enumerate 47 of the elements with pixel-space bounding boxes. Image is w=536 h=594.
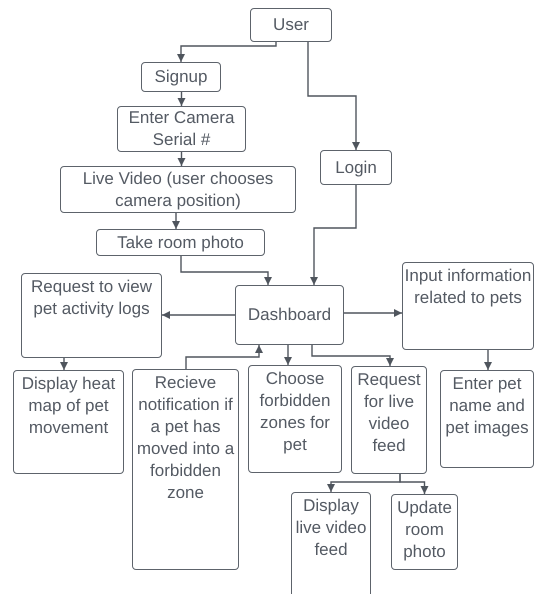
process-box <box>141 62 221 92</box>
process-box <box>440 370 534 468</box>
arrow <box>177 42 277 62</box>
process-box <box>13 370 124 474</box>
box-label: Enter pet name and pet images <box>444 373 530 439</box>
process-box <box>402 262 534 350</box>
box-label: Signup <box>154 66 208 88</box>
box-label: Choose forbidden zones for pet <box>258 368 332 456</box>
arrow <box>311 345 394 366</box>
arrow <box>185 345 263 369</box>
process-box <box>132 369 239 570</box>
arrow <box>162 311 235 319</box>
arrow <box>60 358 68 370</box>
box-label: User <box>273 14 309 36</box>
process-box <box>117 106 246 152</box>
box-label: Dashboard <box>248 304 332 326</box>
arrow <box>284 345 292 365</box>
process-box <box>391 494 458 570</box>
process-box <box>248 365 342 473</box>
arrow <box>178 152 186 166</box>
arrow <box>307 42 360 150</box>
box-label: Display live video feed <box>294 495 368 561</box>
process-box <box>96 229 265 256</box>
box-label: Display heat map of pet movement <box>20 373 116 439</box>
box-label: Update room photo <box>396 497 453 563</box>
box-label: Take room photo <box>117 232 244 254</box>
arrow <box>178 92 186 106</box>
box-label: Request for live video feed <box>356 369 422 457</box>
box-label: Input information related to pets <box>404 265 532 309</box>
process-box <box>21 273 162 358</box>
box-label: Live Video (user chooses camera position) <box>82 168 274 212</box>
box-label: Login <box>335 156 377 178</box>
arrow <box>399 474 428 494</box>
process-box <box>250 8 332 42</box>
box-label: Enter Camera Serial # <box>128 107 236 151</box>
arrow <box>344 309 402 317</box>
box-label: Request to view pet activity logs <box>30 276 153 320</box>
arrow <box>310 185 357 285</box>
process-box <box>320 150 392 185</box>
process-box <box>235 285 344 345</box>
process-box <box>60 166 296 213</box>
process-box <box>291 492 371 594</box>
box-label: Recieve notification if a pet has moved into a forbidden zone <box>136 372 236 504</box>
arrow <box>180 256 272 285</box>
arrow <box>172 213 180 229</box>
arrow <box>484 350 492 370</box>
process-box <box>351 366 427 474</box>
